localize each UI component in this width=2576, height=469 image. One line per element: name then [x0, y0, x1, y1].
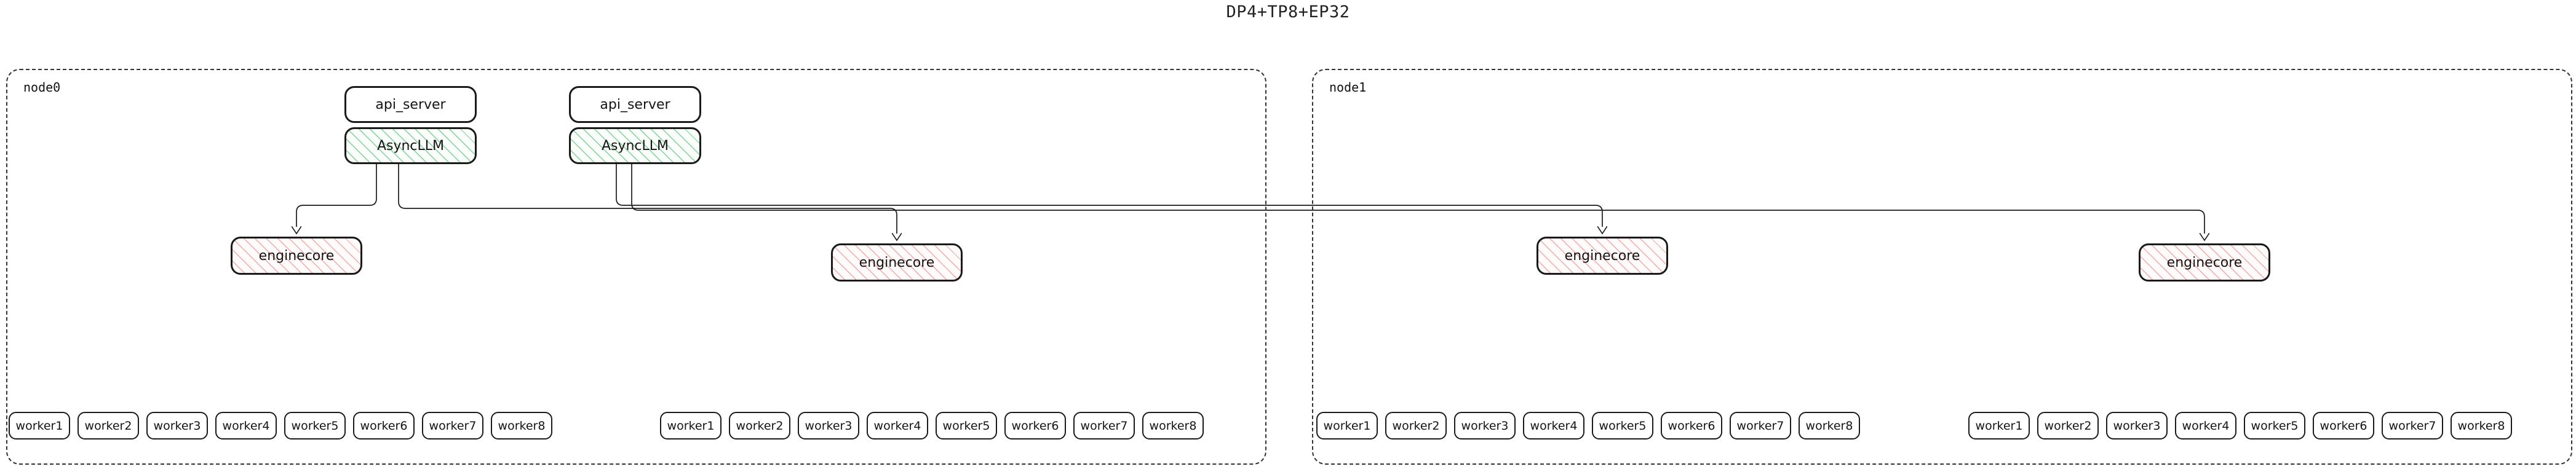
node-box-label: enginecore	[859, 254, 935, 270]
worker-label: worker8	[498, 419, 546, 433]
worker-label: worker3	[2113, 419, 2161, 433]
worker-label: worker8	[1149, 419, 1197, 433]
worker-box[interactable]: worker1	[1968, 412, 2030, 439]
node-box-label: AsyncLLM	[376, 138, 445, 154]
worker-label: worker4	[2182, 419, 2230, 433]
node-box-label: enginecore	[1564, 248, 1640, 264]
worker-box[interactable]: worker7	[1073, 412, 1135, 439]
worker-box[interactable]: worker8	[491, 412, 552, 439]
worker-label: worker2	[2044, 419, 2092, 433]
worker-box[interactable]: worker6	[353, 412, 415, 439]
worker-label: worker7	[429, 419, 477, 433]
worker-box[interactable]: worker8	[1799, 412, 1860, 439]
worker-box[interactable]: worker7	[1730, 412, 1791, 439]
worker-box[interactable]: worker1	[660, 412, 722, 439]
node-box-label: api_server	[375, 97, 446, 112]
worker-label: worker6	[1011, 419, 1059, 433]
worker-label: worker7	[1080, 419, 1128, 433]
node-box-api1[interactable]: api_server	[569, 86, 701, 123]
worker-box[interactable]: worker2	[1385, 412, 1447, 439]
worker-label: worker8	[2457, 419, 2505, 433]
node-box-label: api_server	[600, 97, 670, 112]
worker-label: worker2	[736, 419, 784, 433]
cluster-node1: node1	[1312, 69, 2572, 465]
worker-label: worker2	[1392, 419, 1440, 433]
worker-box[interactable]: worker4	[1523, 412, 1584, 439]
worker-label: worker5	[1599, 419, 1647, 433]
worker-label: worker4	[873, 419, 921, 433]
worker-label: worker1	[15, 419, 63, 433]
node-box-label: enginecore	[258, 248, 335, 264]
worker-label: worker6	[2320, 419, 2367, 433]
node-box-eng2[interactable]: enginecore	[1536, 237, 1668, 275]
worker-box[interactable]: worker3	[2106, 412, 2168, 439]
node-box-eng1[interactable]: enginecore	[831, 243, 963, 282]
worker-box[interactable]: worker8	[2451, 412, 2512, 439]
worker-box[interactable]: worker6	[2313, 412, 2374, 439]
cluster-node0: node0	[6, 69, 1266, 465]
page-title: DP4+TP8+EP32	[1226, 2, 1350, 22]
node-box-async0[interactable]: AsyncLLM	[344, 127, 477, 164]
node-box-eng0[interactable]: enginecore	[231, 237, 362, 275]
worker-label: worker5	[942, 419, 990, 433]
cluster-label-node1: node1	[1329, 80, 1367, 95]
worker-box[interactable]: worker4	[2175, 412, 2236, 439]
node-box-label: enginecore	[2166, 254, 2243, 270]
worker-label: worker4	[222, 419, 270, 433]
worker-label: worker3	[805, 419, 853, 433]
worker-label: worker1	[667, 419, 715, 433]
worker-label: worker3	[1461, 419, 1509, 433]
worker-box[interactable]: worker4	[215, 412, 277, 439]
node-box-eng3[interactable]: enginecore	[2139, 243, 2270, 282]
worker-label: worker6	[1668, 419, 1715, 433]
worker-box[interactable]: worker3	[1454, 412, 1516, 439]
worker-box[interactable]: worker7	[2382, 412, 2443, 439]
worker-box[interactable]: worker5	[284, 412, 346, 439]
worker-label: worker1	[1323, 419, 1371, 433]
worker-box[interactable]: worker6	[1004, 412, 1066, 439]
worker-label: worker7	[2388, 419, 2436, 433]
worker-label: worker4	[1530, 419, 1578, 433]
worker-label: worker3	[153, 419, 201, 433]
node-box-label: AsyncLLM	[601, 138, 669, 154]
node-box-api0[interactable]: api_server	[344, 86, 477, 123]
worker-box[interactable]: worker4	[867, 412, 928, 439]
worker-box[interactable]: worker1	[1316, 412, 1378, 439]
worker-box[interactable]: worker5	[2244, 412, 2305, 439]
worker-box[interactable]: worker7	[422, 412, 483, 439]
worker-box[interactable]: worker3	[146, 412, 208, 439]
worker-box[interactable]: worker2	[78, 412, 139, 439]
worker-box[interactable]: worker5	[1592, 412, 1653, 439]
node-box-async1[interactable]: AsyncLLM	[569, 127, 701, 164]
worker-label: worker7	[1736, 419, 1784, 433]
worker-label: worker6	[360, 419, 408, 433]
worker-label: worker8	[1805, 419, 1853, 433]
worker-label: worker2	[84, 419, 132, 433]
worker-box[interactable]: worker3	[798, 412, 859, 439]
worker-box[interactable]: worker5	[936, 412, 997, 439]
worker-box[interactable]: worker6	[1661, 412, 1722, 439]
worker-label: worker5	[2251, 419, 2299, 433]
worker-box[interactable]: worker8	[1142, 412, 1204, 439]
worker-box[interactable]: worker1	[9, 412, 70, 439]
cluster-label-node0: node0	[23, 80, 61, 95]
worker-box[interactable]: worker2	[2037, 412, 2099, 439]
worker-box[interactable]: worker2	[729, 412, 790, 439]
worker-label: worker5	[291, 419, 339, 433]
worker-label: worker1	[1975, 419, 2023, 433]
